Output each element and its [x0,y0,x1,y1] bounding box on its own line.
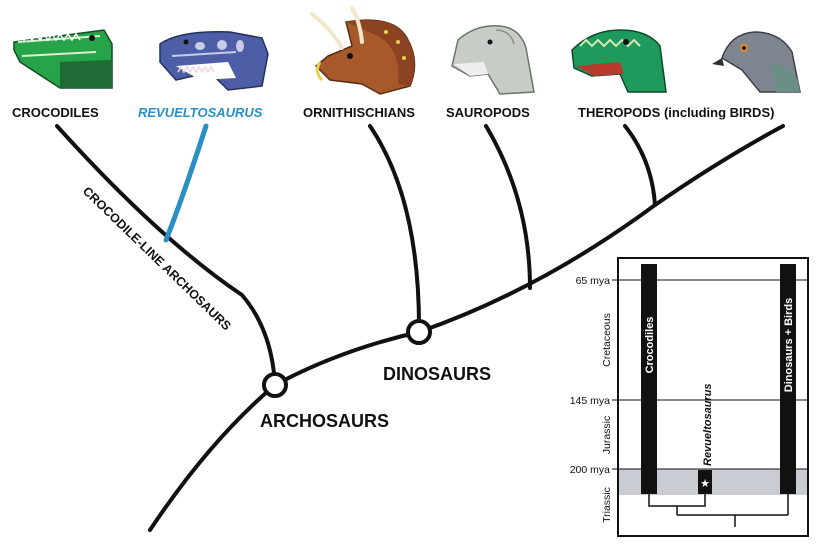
label-archosaurs: ARCHOSAURS [260,411,389,431]
pigeon-head-icon [712,31,801,93]
mini-cladogram [648,494,789,527]
branch-stem [148,383,277,532]
node-archosaurs [262,372,288,398]
node-dinosaurs [406,319,432,345]
period-cretaceous: Cretaceous [601,313,613,367]
bar-label-crocodiles: Crocodiles [644,317,656,374]
branch-ornithischians [368,124,422,334]
branch-theropods [623,124,657,207]
branch-sauropods [484,124,532,290]
bar-crocodiles [641,264,657,494]
period-jurassic: Jurassic [601,416,613,455]
bar-label-revueltosaurus: Revueltosaurus [702,383,714,466]
branch-crocodiles [55,124,277,387]
label-theropods: THEROPODS (including BIRDS) [578,105,774,120]
branch-main-dinosaur [417,124,785,334]
branch-dinosaur-line [273,330,421,387]
branch-revueltosaurus [163,123,209,243]
timeline-inset: 65 mya 145 mya 200 mya Cretaceous Jurass… [570,257,809,537]
label-crocodiles: CROCODILES [12,105,99,120]
label-revueltosaurus: REVUELTOSAURUS [138,105,263,120]
label-crocodile-line: CROCODILE-LINE ARCHOSAURS [80,184,234,333]
theropod-head-icon [571,29,667,93]
revueltosaurus-head-icon [159,31,269,91]
label-dinosaurs: DINOSAURS [383,364,491,384]
star-icon: ★ [700,478,710,490]
triceratops-head-icon [310,6,416,95]
bar-dinosaurs-birds [780,264,796,494]
tick-200: 200 mya [570,464,610,476]
label-ornithischians: ORNITHISCHIANS [303,105,415,120]
sauropod-head-icon [451,25,535,95]
tick-65: 65 mya [576,275,611,287]
period-triassic: Triassic [601,487,613,523]
bar-label-dinosaurs-birds: Dinosaurs + Birds [783,298,795,392]
crocodile-head-icon [13,29,113,89]
tick-145: 145 mya [570,395,610,407]
bar-revueltosaurus [698,470,712,494]
label-sauropods: SAUROPODS [446,105,530,120]
phylogenetic-tree [55,123,785,532]
